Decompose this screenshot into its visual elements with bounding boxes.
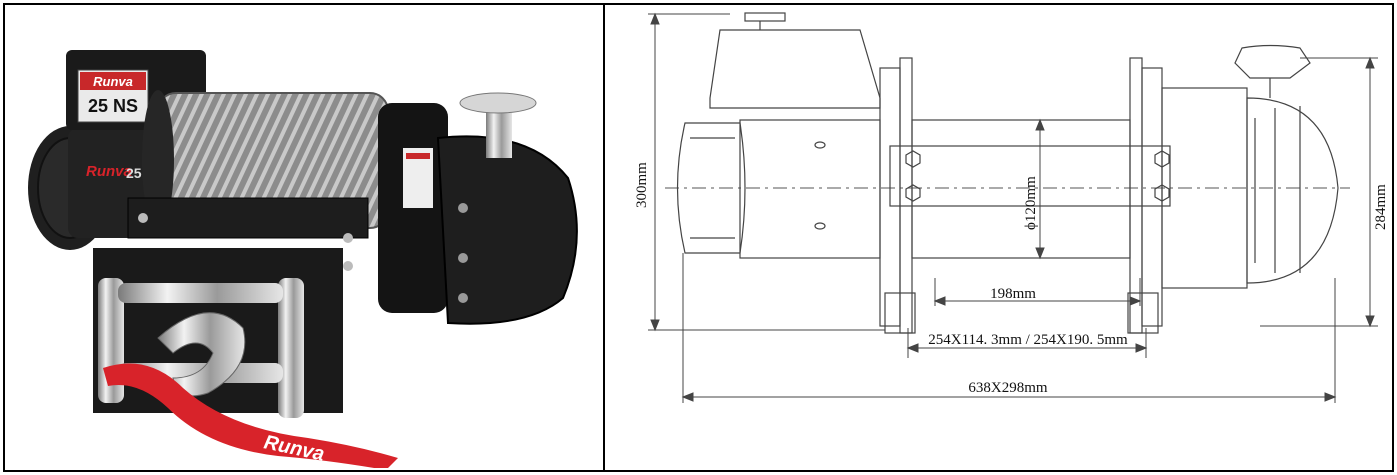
tie-plate-outline [889, 145, 1171, 207]
outer-frame [3, 3, 1394, 472]
drum-diameter-label: ϕ120mm [1023, 176, 1039, 230]
clutch-knob-outline [1234, 44, 1311, 79]
motor-brand-label: Runva [86, 163, 132, 180]
control-box-model: 25 NS [88, 96, 138, 116]
gearbox-housing [378, 103, 578, 325]
winch-illustration: Runva 25 NS Runva 25 [28, 50, 578, 470]
motor-body-outline [739, 119, 881, 259]
dimension-drawing-svg: 300mm 284mm ϕ120mm 198mm 254X114. 3mm / … [634, 12, 1389, 403]
control-box-brand: Runva [93, 74, 133, 89]
winch-hook [157, 312, 246, 397]
mount-pattern-label: 254X114. 3mm / 254X190. 5mm [928, 332, 1128, 348]
clutch-knob [459, 92, 537, 158]
winch-dimension-drawing: 300mm 284mm ϕ120mm 198mm 254X114. 3mm / … [610, 8, 1390, 468]
tie-bar [127, 197, 369, 239]
control-box-outline [709, 29, 881, 109]
motor-model-label: 25 [126, 165, 142, 181]
drum-length-label: 198mm [990, 286, 1036, 302]
overall-size-label: 638X298mm [968, 380, 1048, 396]
winch-product-photo: Runva 25 NS Runva 25 [8, 8, 598, 470]
height-motor-label: 284mm [1373, 184, 1389, 230]
panel-divider [603, 3, 605, 472]
height-total-label: 300mm [634, 162, 650, 208]
drum-outline [911, 119, 1131, 259]
strap-brand-label: Runva [262, 431, 326, 465]
gearbox-end-outline [1246, 97, 1339, 284]
